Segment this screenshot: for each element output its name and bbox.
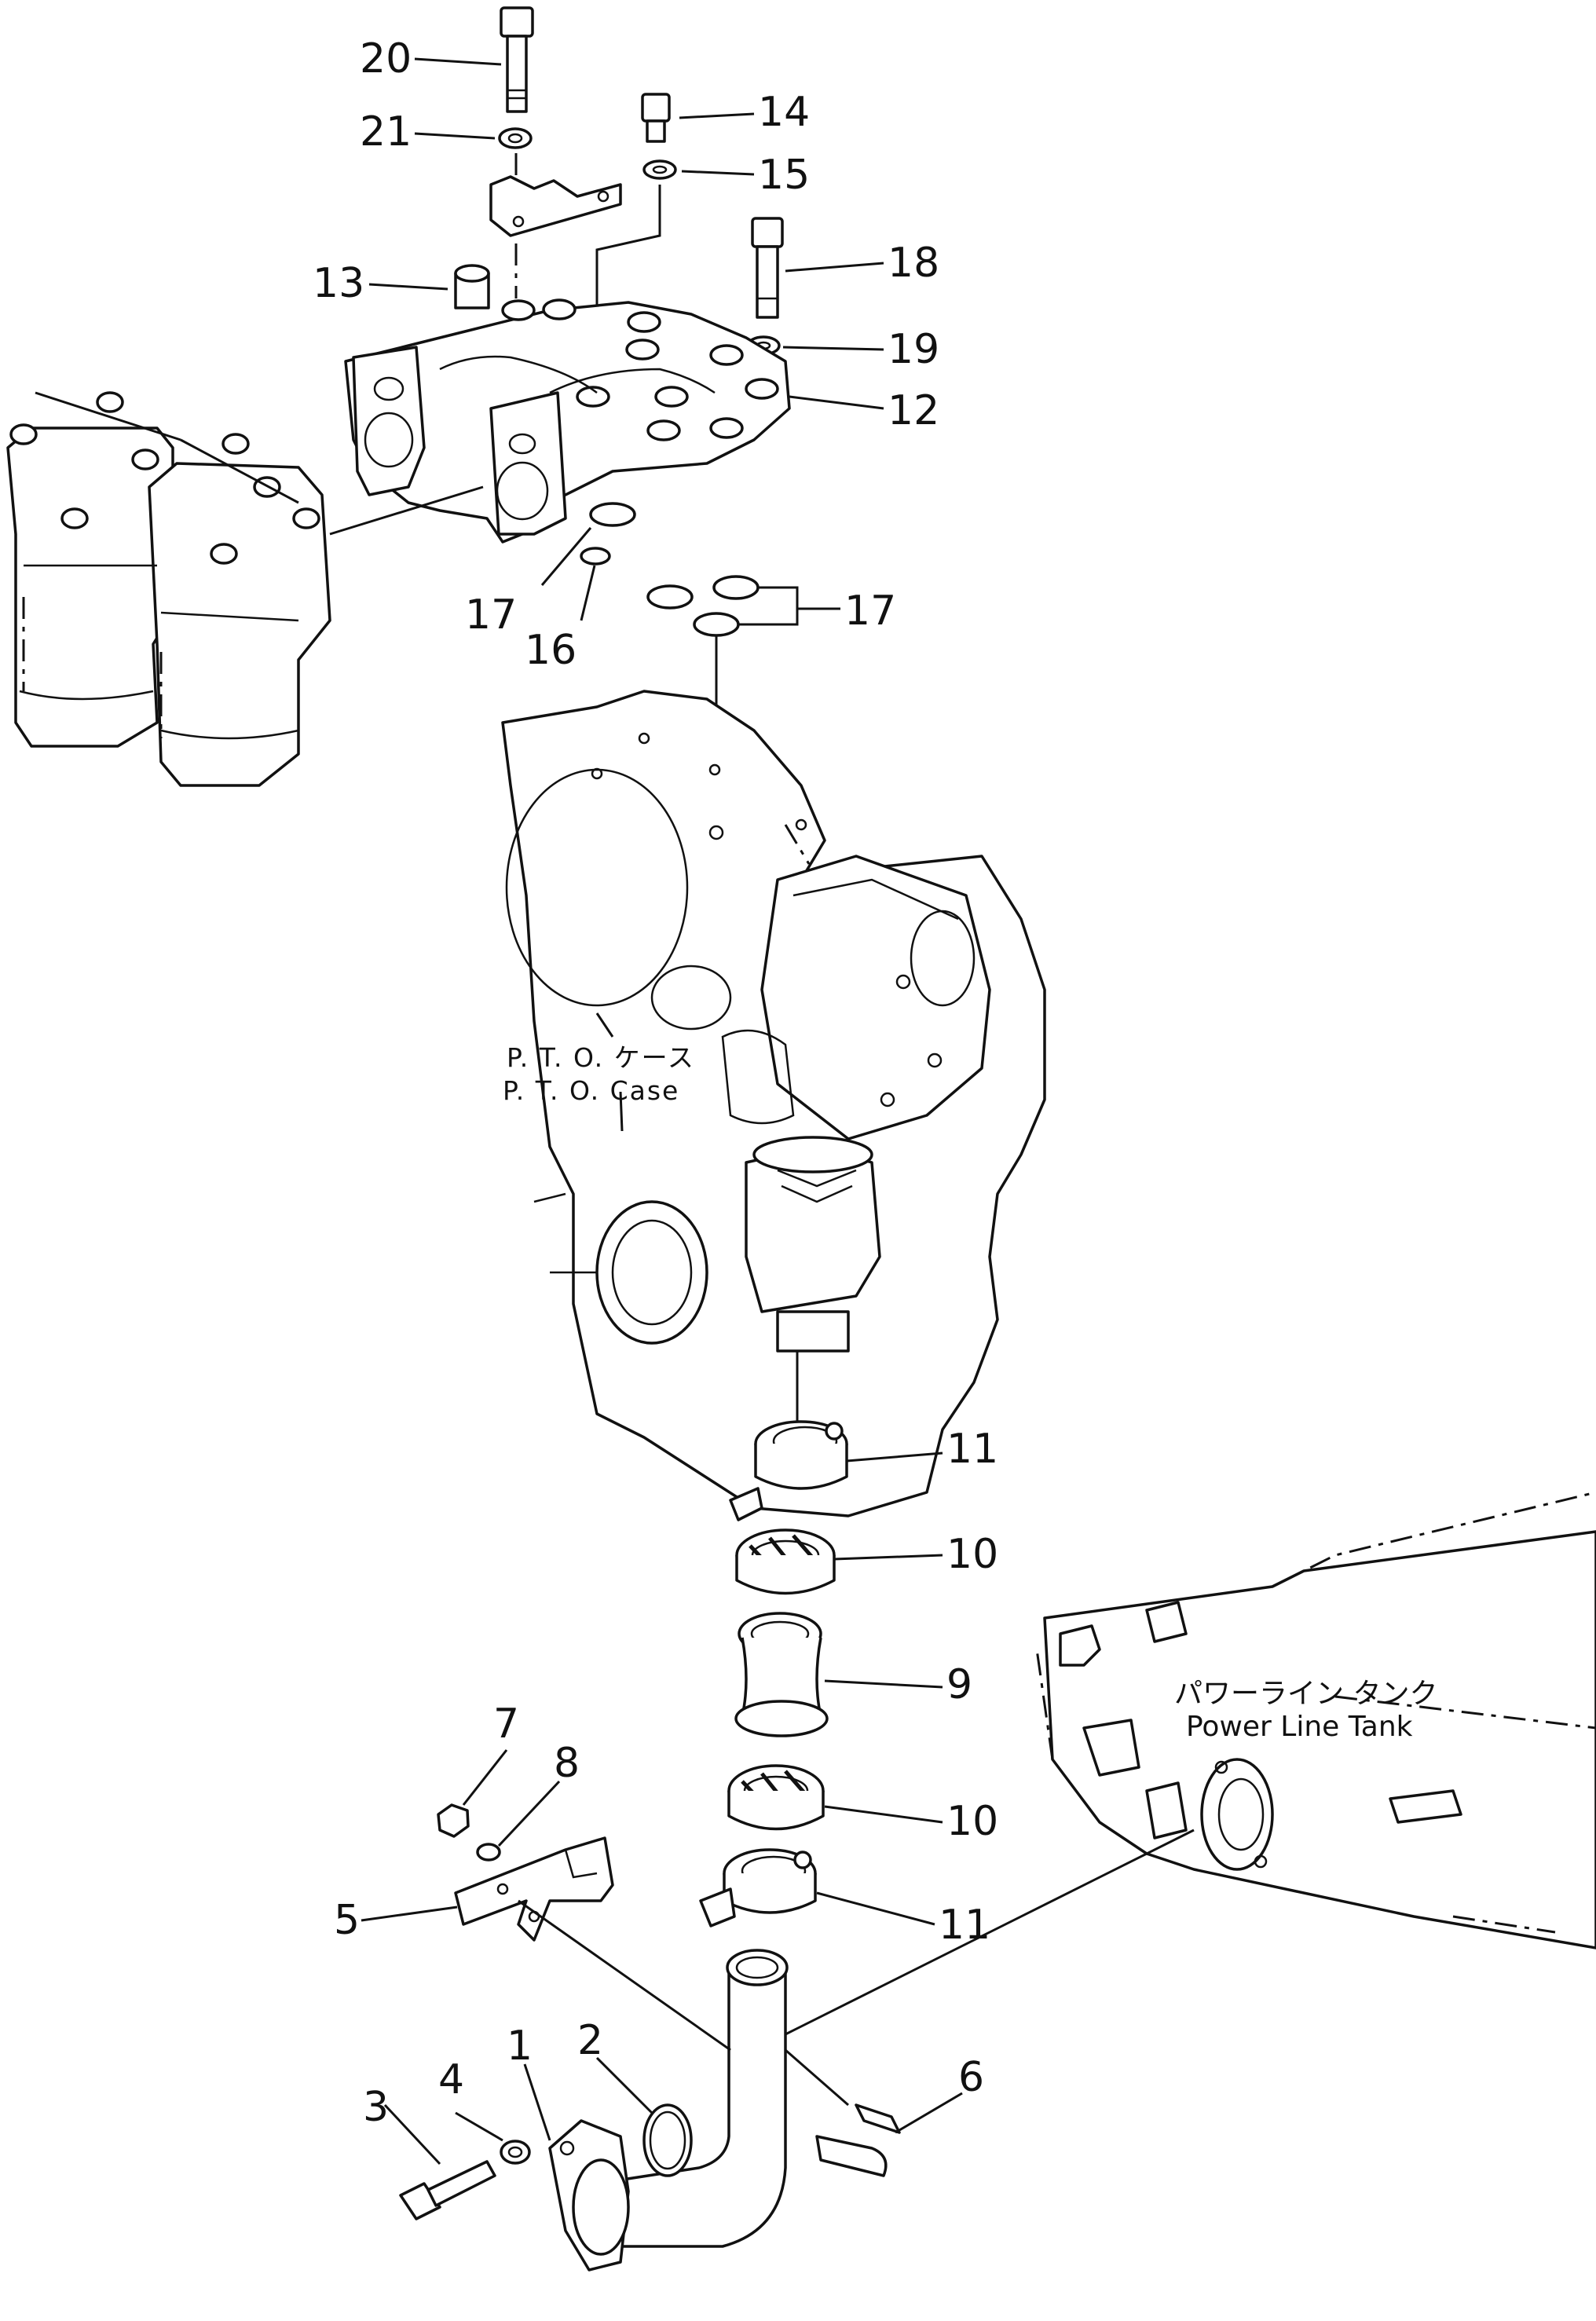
callout-4: 4 [438,2056,464,2103]
power-line-tank [1035,1491,1596,1949]
callout-11b: 11 [939,1902,990,1949]
callout-2: 2 [577,2017,603,2064]
hose-9 [734,1612,829,1737]
callout-11a: 11 [946,1426,998,1473]
callout-12: 12 [888,387,939,434]
callout-17a: 17 [465,591,517,639]
pipe-1 [548,1949,789,2272]
callout-5: 5 [334,1897,360,1944]
callout-17b: 17 [844,588,896,635]
washer-15 [642,159,677,180]
callout-18: 18 [888,240,939,287]
bolt-18 [751,217,784,319]
callout-7: 7 [493,1700,519,1748]
clamp-11-upper [729,1420,848,1521]
o-ring-17b [646,584,694,610]
o-ring-16 [580,547,611,566]
washer-4 [500,2140,531,2165]
callout-13: 13 [313,260,364,307]
plug-13 [454,264,490,309]
callout-15: 15 [758,152,810,199]
callout-10b: 10 [946,1798,998,1845]
leader-lines [361,57,963,2165]
filter-head-12 [344,298,791,544]
callout-6: 6 [958,2054,984,2101]
callout-10a: 10 [946,1531,998,1578]
callout-14: 14 [758,89,810,136]
washer-8 [476,1843,501,1862]
callout-20: 20 [360,35,412,82]
o-ring-17c [712,575,760,600]
label-pto-case-jp: P. T. O. ケース [507,1042,695,1073]
bolt-3 [399,2160,496,2220]
twin-filter [6,391,331,787]
callouts: 20 21 14 15 13 18 19 12 17 16 17 11 10 9… [313,35,998,2131]
clip-6 [815,2103,901,2177]
nut-7 [437,1803,470,1838]
o-ring-2 [642,2103,693,2177]
clamp-11-lower [699,1848,817,1927]
callout-16: 16 [525,627,577,674]
callout-3: 3 [363,2084,389,2131]
washer-21 [498,127,533,149]
hose-band-10-lower [727,1764,825,1831]
callout-19: 19 [888,326,939,373]
pto-case [501,690,1046,1517]
callout-21: 21 [360,108,412,156]
callout-8: 8 [554,1740,580,1787]
label-pto-case-en: P. T. O. Case [503,1075,679,1106]
o-ring-17d [693,612,740,637]
label-tank-en: Power Line Tank [1186,1711,1413,1743]
label-tank-jp: パワーライン タンク [1174,1678,1437,1710]
bracket-small [489,175,622,237]
bolt-14 [641,93,671,143]
callout-9: 9 [946,1661,972,1708]
hose-band-10-upper [735,1528,836,1595]
o-ring-17a [589,502,636,527]
callout-1: 1 [507,2023,533,2070]
bolt-20 [500,6,534,113]
